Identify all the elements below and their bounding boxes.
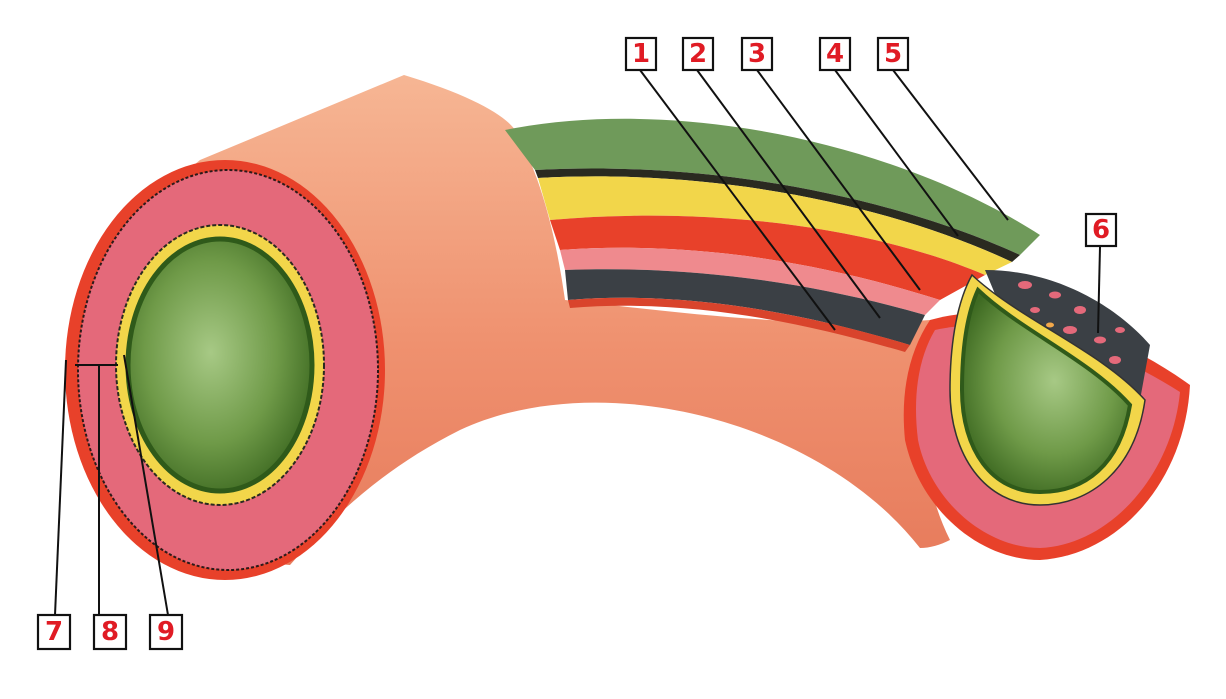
- label-2: 2: [681, 36, 715, 72]
- label-boxes: 1 2 3 4 5 6 7 8: [36, 36, 1118, 651]
- label-4: 4: [818, 36, 852, 72]
- label-9: 9: [148, 613, 184, 651]
- label-2-text: 2: [689, 39, 707, 69]
- right-lumen: [959, 286, 1133, 495]
- layer-red: [550, 215, 985, 300]
- label-3-text: 3: [748, 39, 766, 69]
- layer-red-inner: [568, 297, 910, 352]
- left-lumen: [125, 236, 315, 494]
- label-6: 6: [1084, 212, 1118, 248]
- label-1: 1: [624, 36, 658, 72]
- label-7: 7: [36, 613, 72, 651]
- label-3: 3: [740, 36, 774, 72]
- leader-lines: [54, 69, 1101, 616]
- label-8: 8: [92, 613, 128, 651]
- label-7-text: 7: [45, 617, 63, 647]
- label-1-text: 1: [632, 39, 650, 69]
- label-4-text: 4: [826, 39, 844, 69]
- label-5: 5: [876, 36, 910, 72]
- label-6-text: 6: [1092, 215, 1110, 245]
- label-5-text: 5: [884, 39, 902, 69]
- layer-charcoal: [565, 269, 925, 345]
- label-8-text: 8: [101, 617, 119, 647]
- layer-yellow: [538, 176, 1012, 275]
- layer-green-outer: [505, 118, 1040, 255]
- label-9-text: 9: [157, 617, 175, 647]
- layer-dark-line: [535, 168, 1020, 262]
- layer-pink: [560, 247, 940, 315]
